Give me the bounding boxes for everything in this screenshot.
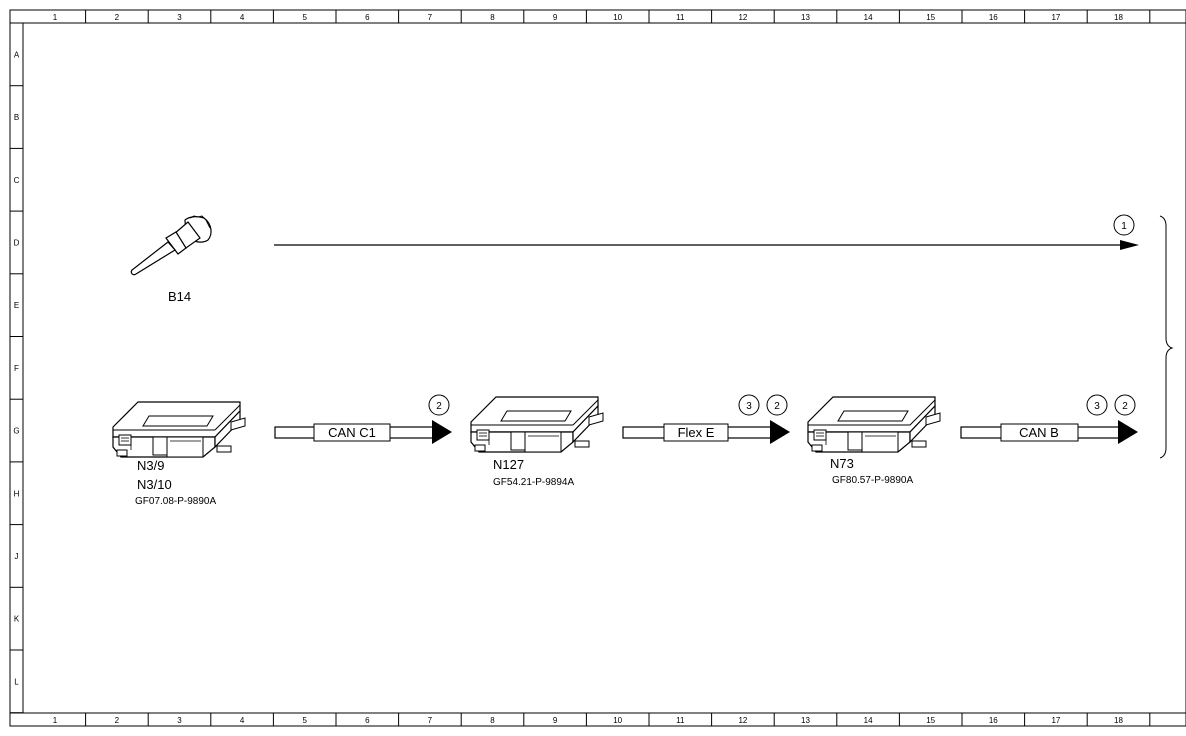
group-brace (1159, 215, 1174, 459)
row-letter: A (14, 50, 20, 59)
b14-sensor: B14 (130, 215, 212, 304)
column-number: 9 (553, 13, 558, 22)
column-number: 11 (676, 13, 685, 22)
column-number: 6 (365, 716, 370, 725)
column-number: 11 (676, 716, 685, 725)
row-letter: C (14, 176, 20, 185)
column-number: 9 (553, 716, 558, 725)
column-number: 2 (115, 13, 120, 22)
ref-circle-2: 2 (436, 401, 442, 412)
column-number: 5 (302, 716, 307, 725)
column-number: 10 (613, 716, 622, 725)
module-n73: N73 GF80.57-P-9890A (807, 396, 941, 486)
bus-can-b: CAN B 3 2 (960, 394, 1138, 444)
ref-circle-2: 2 (774, 401, 780, 412)
ref-circle-3: 3 (746, 401, 752, 412)
module3-code: GF80.57-P-9890A (832, 475, 913, 486)
column-number: 5 (302, 13, 307, 22)
column-number: 7 (428, 716, 433, 725)
row-letter: K (14, 615, 20, 624)
module1-label-2: N3/10 (137, 477, 172, 492)
column-number: 1 (53, 716, 58, 725)
row-letter: F (14, 364, 19, 373)
column-number: 18 (1114, 13, 1123, 22)
ref-circle-1: 1 (1121, 221, 1127, 232)
module2-code: GF54.21-P-9894A (493, 477, 574, 488)
row-letter: B (14, 113, 19, 122)
column-number: 3 (177, 716, 182, 725)
column-number: 16 (989, 716, 998, 725)
bus-flex-e: Flex E 3 2 (622, 394, 790, 444)
b14-label: B14 (168, 289, 191, 304)
column-number: 12 (738, 716, 747, 725)
module2-label: N127 (493, 457, 524, 472)
module1-code: GF07.08-P-9890A (135, 496, 216, 507)
column-number: 7 (428, 13, 433, 22)
row-letter: D (14, 238, 20, 247)
column-number: 16 (989, 13, 998, 22)
drawing-frame (9, 9, 1186, 727)
control-module-icon (807, 396, 941, 453)
column-number: 13 (801, 716, 810, 725)
column-number: 2 (115, 716, 120, 725)
control-module-icon (112, 401, 246, 458)
column-number: 10 (613, 13, 622, 22)
column-number: 4 (240, 13, 245, 22)
column-number: 8 (490, 13, 495, 22)
module-n3-9: N3/9 N3/10 GF07.08-P-9890A (112, 401, 246, 507)
column-number: 13 (801, 13, 810, 22)
bus-can-c1: CAN C1 2 (274, 394, 452, 444)
column-number: 17 (1051, 716, 1060, 725)
ref-circle-3: 3 (1094, 401, 1100, 412)
row-letter: G (13, 427, 19, 436)
module3-label: N73 (830, 456, 854, 471)
row-letter: H (14, 489, 20, 498)
column-grid: 1122334455667788991010111112121313141415… (53, 10, 1151, 726)
bus-label-can-b: CAN B (1019, 425, 1059, 440)
control-module-icon (470, 396, 604, 453)
column-number: 17 (1051, 13, 1060, 22)
column-number: 14 (864, 716, 873, 725)
module1-label-1: N3/9 (137, 458, 164, 473)
column-number: 4 (240, 716, 245, 725)
column-number: 6 (365, 13, 370, 22)
column-number: 3 (177, 13, 182, 22)
column-number: 15 (926, 13, 935, 22)
row-letter: L (14, 677, 19, 686)
temperature-sensor-icon (130, 215, 212, 276)
column-number: 15 (926, 716, 935, 725)
module-n127: N127 GF54.21-P-9894A (470, 396, 604, 488)
ref-circle-2: 2 (1122, 401, 1128, 412)
column-number: 12 (738, 13, 747, 22)
signal-line-1: 1 (274, 214, 1139, 250)
row-grid: A B C D E F G H J K L (10, 50, 23, 714)
bus-label-flex-e: Flex E (678, 425, 715, 440)
row-letter: E (14, 301, 19, 310)
column-number: 14 (864, 13, 873, 22)
bus-label-can-c1: CAN C1 (328, 425, 376, 440)
column-number: 18 (1114, 716, 1123, 725)
column-number: 1 (53, 13, 58, 22)
row-letter: J (15, 552, 19, 561)
column-number: 8 (490, 716, 495, 725)
